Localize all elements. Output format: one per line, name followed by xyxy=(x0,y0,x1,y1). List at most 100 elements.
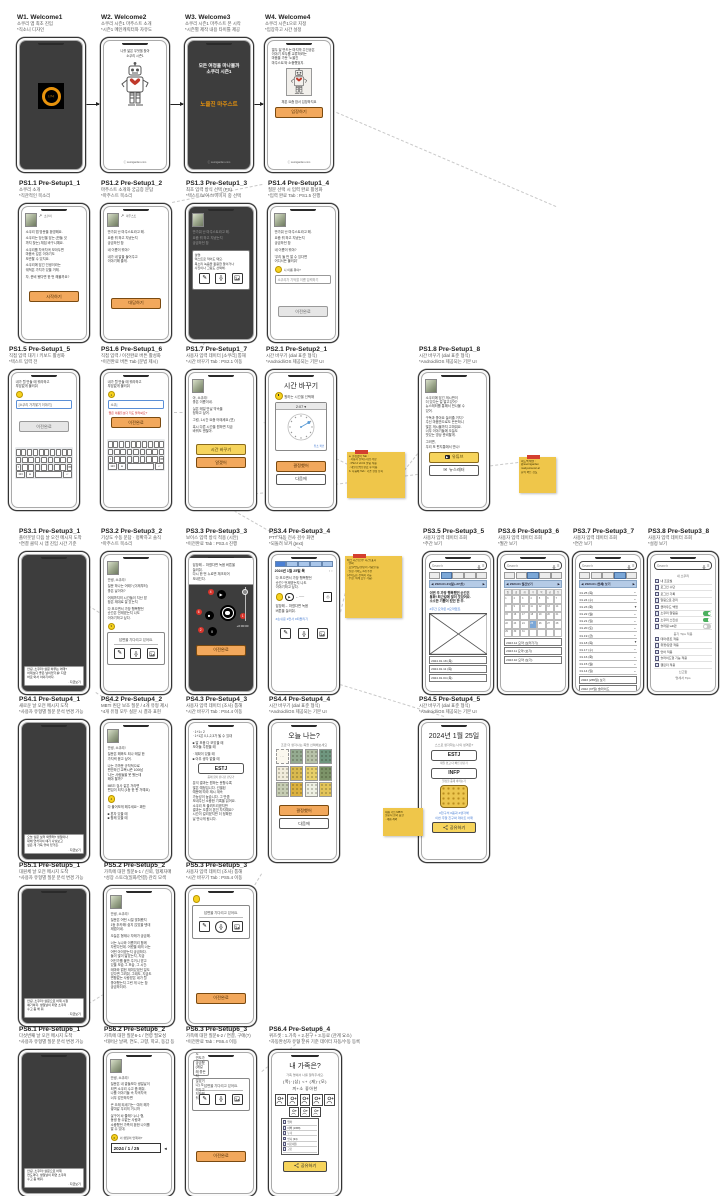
birthday-input[interactable]: 2024 / 1 / 25 xyxy=(110,1143,162,1154)
calendar-day[interactable]: 17 xyxy=(520,611,529,621)
dialog-actions[interactable]: 취소 확인 xyxy=(313,445,325,449)
key[interactable] xyxy=(50,449,56,456)
prev-done-button[interactable]: 이전완료 xyxy=(196,992,246,1004)
settings-toggle-item[interactable]: 슬라럼 wifi만 xyxy=(653,624,713,631)
archive-row[interactable]: 2023.11 요약 (보기) xyxy=(503,646,563,655)
settings-toggle-item[interactable]: 소쿠리 알림음 xyxy=(653,611,713,618)
key[interactable] xyxy=(139,455,146,463)
mood-tile[interactable] xyxy=(275,765,289,781)
key[interactable] xyxy=(28,463,34,471)
key[interactable] xyxy=(142,441,148,448)
checkbox-icon[interactable] xyxy=(654,578,659,584)
calendar-day[interactable]: 24 xyxy=(520,620,529,629)
file-icon[interactable]: ⎙ xyxy=(323,591,333,602)
archive-row[interactable]: 2023.10 요약 (보기) xyxy=(503,655,563,664)
settings-item[interactable]: 언어 적용 xyxy=(653,649,713,656)
decide-button[interactable]: 결정했어 xyxy=(276,460,326,472)
notification-card[interactable]: 안녕, 소쿠리! 설문 하루는 어때? 어제보다 좋은 날이었기를! 지금 바로… xyxy=(24,665,84,687)
checkbox-icon[interactable] xyxy=(654,649,659,655)
tab-2[interactable] xyxy=(440,572,452,579)
calendar-day[interactable]: 15 xyxy=(503,611,512,621)
calendar-day[interactable]: 29 xyxy=(503,628,512,638)
stop-button[interactable]: ■ xyxy=(204,610,214,620)
settings-item[interactable]: 로그인 수단 xyxy=(653,585,713,592)
image-icon[interactable] xyxy=(231,272,243,284)
relation-option[interactable]: 누나 xyxy=(282,1131,317,1137)
key[interactable] xyxy=(126,448,133,456)
mic-icon[interactable] xyxy=(298,628,310,640)
calendar-day[interactable]: 28 xyxy=(554,620,563,629)
nickname-input[interactable]: 소쿠| xyxy=(107,400,165,410)
day-row[interactable]: 01.24 (수)⌄ xyxy=(578,596,638,604)
menu-icon[interactable]: ≡ xyxy=(557,562,560,568)
checkbox-icons[interactable]: ▫▫ xyxy=(329,569,334,574)
pencil-icon[interactable]: ✎ xyxy=(199,1093,211,1105)
relation-option[interactable]: 엄마 xyxy=(282,1120,317,1126)
play-icon[interactable]: ▶ xyxy=(285,592,294,602)
key[interactable] xyxy=(41,463,47,471)
key[interactable] xyxy=(44,449,50,456)
calendar-day[interactable]: 19 xyxy=(537,611,546,621)
key[interactable] xyxy=(34,463,41,471)
tab-5[interactable] xyxy=(551,572,563,579)
numbers-key[interactable]: 123 xyxy=(107,463,118,470)
mood-tile[interactable] xyxy=(319,765,333,781)
checkbox-icon[interactable] xyxy=(654,617,659,623)
key[interactable] xyxy=(47,456,54,464)
checkbox-icon[interactable] xyxy=(654,656,659,661)
key[interactable] xyxy=(126,455,133,463)
calendar-day[interactable]: 11 xyxy=(528,603,538,612)
key[interactable] xyxy=(152,448,159,456)
key[interactable] xyxy=(113,441,119,448)
globe-key[interactable]: ⊕ xyxy=(118,463,126,470)
play-button[interactable]: ▶ xyxy=(216,589,226,599)
day-row[interactable]: 01.19 (금)⌄ xyxy=(578,632,638,640)
settings-item[interactable]: 클라우드 백업 xyxy=(653,604,713,611)
calendar-day[interactable]: 7 xyxy=(554,595,563,604)
key[interactable]: ⇧ xyxy=(15,463,22,471)
tab-3[interactable] xyxy=(602,572,614,579)
mood-tile[interactable] xyxy=(304,749,318,765)
return-key[interactable]: ↵ xyxy=(154,463,165,470)
relation-option[interactable]: 이모네들 xyxy=(282,1142,317,1148)
toggle-on[interactable] xyxy=(703,611,712,616)
mood-tile[interactable] xyxy=(304,782,318,798)
calendar-day[interactable]: 1 xyxy=(503,595,512,604)
search-bar[interactable]: Search≡ xyxy=(578,561,638,571)
key[interactable] xyxy=(146,448,152,456)
key[interactable] xyxy=(133,448,139,456)
add-person-icon[interactable] xyxy=(311,1093,323,1106)
segment-3[interactable] xyxy=(298,561,310,568)
day-row[interactable]: 01.20 (토)⌄ xyxy=(578,625,638,633)
next-icon[interactable]: ▶ xyxy=(632,581,635,586)
name-input[interactable]: 소쿠리가 기억할 이름 입력하기 xyxy=(274,275,332,285)
key[interactable] xyxy=(113,455,120,463)
empty-tile[interactable]: ⋯ xyxy=(275,749,289,765)
key[interactable] xyxy=(133,455,139,463)
later-button[interactable]: 다음에 xyxy=(279,818,329,830)
prev-done-button[interactable]: 이전완료 xyxy=(196,644,246,656)
key[interactable] xyxy=(47,463,54,471)
key[interactable]: ⇧ xyxy=(107,455,114,463)
calendar-day[interactable]: 9 xyxy=(512,603,521,612)
key[interactable] xyxy=(53,463,60,471)
calendar-day[interactable]: 20 xyxy=(545,611,555,621)
day-row[interactable]: 01.17 (수)⌄ xyxy=(578,646,638,654)
calendar-day[interactable]: 5 xyxy=(537,595,546,604)
space-key[interactable] xyxy=(34,471,62,478)
calendar-day[interactable]: 4 xyxy=(528,595,538,604)
checkbox-icon[interactable] xyxy=(654,611,659,616)
mood-tile[interactable] xyxy=(290,749,304,765)
prev-done-button[interactable]: 이전완료 xyxy=(19,421,69,433)
record-button[interactable] xyxy=(219,604,236,621)
key[interactable] xyxy=(130,441,136,448)
key[interactable] xyxy=(60,456,67,464)
calendar-day[interactable]: 27 xyxy=(545,620,555,629)
tab-5[interactable] xyxy=(476,572,488,579)
key[interactable] xyxy=(124,441,130,448)
calendar-day[interactable] xyxy=(528,628,538,638)
image-icon[interactable] xyxy=(316,628,328,640)
